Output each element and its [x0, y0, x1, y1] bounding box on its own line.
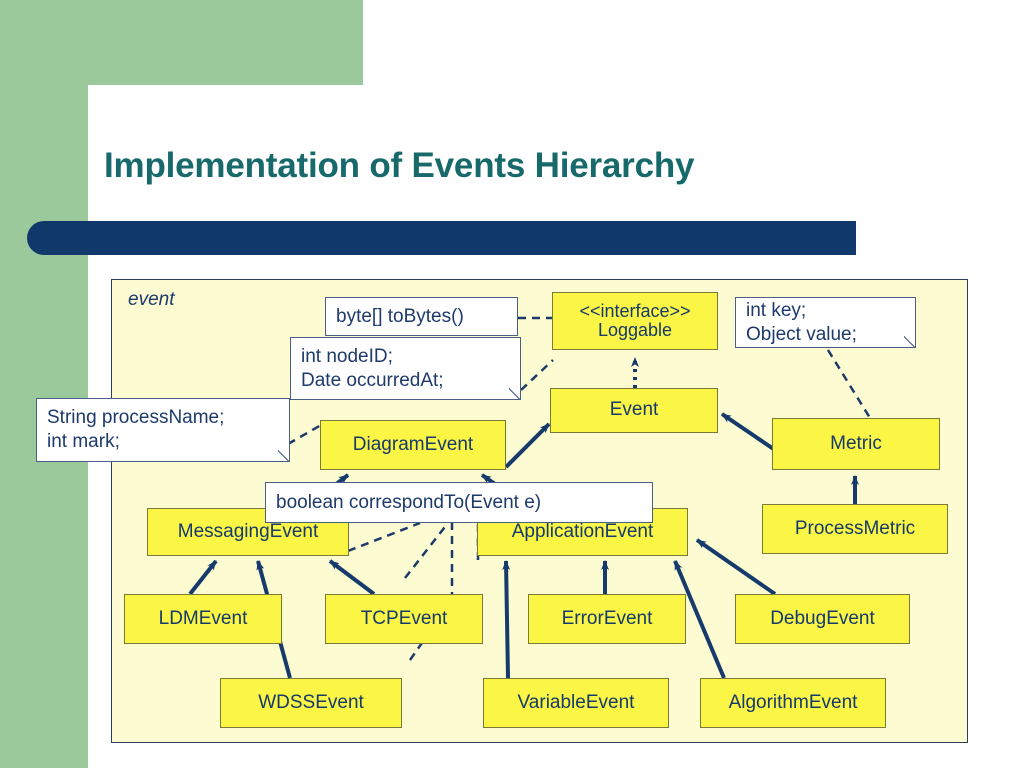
class-box-diagramevent[interactable]: DiagramEvent [320, 420, 506, 470]
note-correspondto[interactable]: boolean correspondTo(Event e) [265, 482, 653, 523]
class-box-loggable[interactable]: <<interface>> Loggable [552, 292, 718, 350]
class-box-variableevent[interactable]: VariableEvent [483, 678, 669, 728]
class-box-debugevent[interactable]: DebugEvent [735, 594, 910, 644]
note-text: int key; Object value; [746, 299, 857, 345]
class-box-processmetric[interactable]: ProcessMetric [762, 504, 948, 554]
class-box-metric[interactable]: Metric [772, 418, 940, 470]
note-fold-corner-icon [509, 388, 520, 399]
class-box-algorithmevent[interactable]: AlgorithmEvent [700, 678, 886, 728]
class-box-wdssevent[interactable]: WDSSEvent [220, 678, 402, 728]
note-processname[interactable]: String processName; int mark; [36, 398, 290, 462]
note-text: String processName; int mark; [47, 407, 225, 452]
green-top-panel [0, 0, 363, 85]
note-nodeid[interactable]: int nodeID; Date occurredAt; [290, 337, 521, 400]
page-title: Implementation of Events Hierarchy [104, 146, 695, 185]
class-box-event[interactable]: Event [550, 388, 718, 433]
class-box-errorevent[interactable]: ErrorEvent [528, 594, 686, 644]
class-box-tcpevent[interactable]: TCPEvent [325, 594, 483, 644]
note-text: boolean correspondTo(Event e) [276, 491, 542, 513]
note-tobytes[interactable]: byte[] toBytes() [325, 297, 518, 336]
package-label: event [128, 289, 175, 310]
title-underline-bar [27, 221, 856, 255]
note-text: byte[] toBytes() [336, 305, 464, 327]
note-fold-corner-icon [278, 450, 289, 461]
note-intkey[interactable]: int key; Object value; [735, 297, 916, 348]
note-fold-corner-icon [904, 336, 915, 347]
note-text: int nodeID; Date occurredAt; [301, 345, 444, 391]
class-box-ldmevent[interactable]: LDMEvent [124, 594, 282, 644]
green-side-panel [0, 0, 88, 768]
